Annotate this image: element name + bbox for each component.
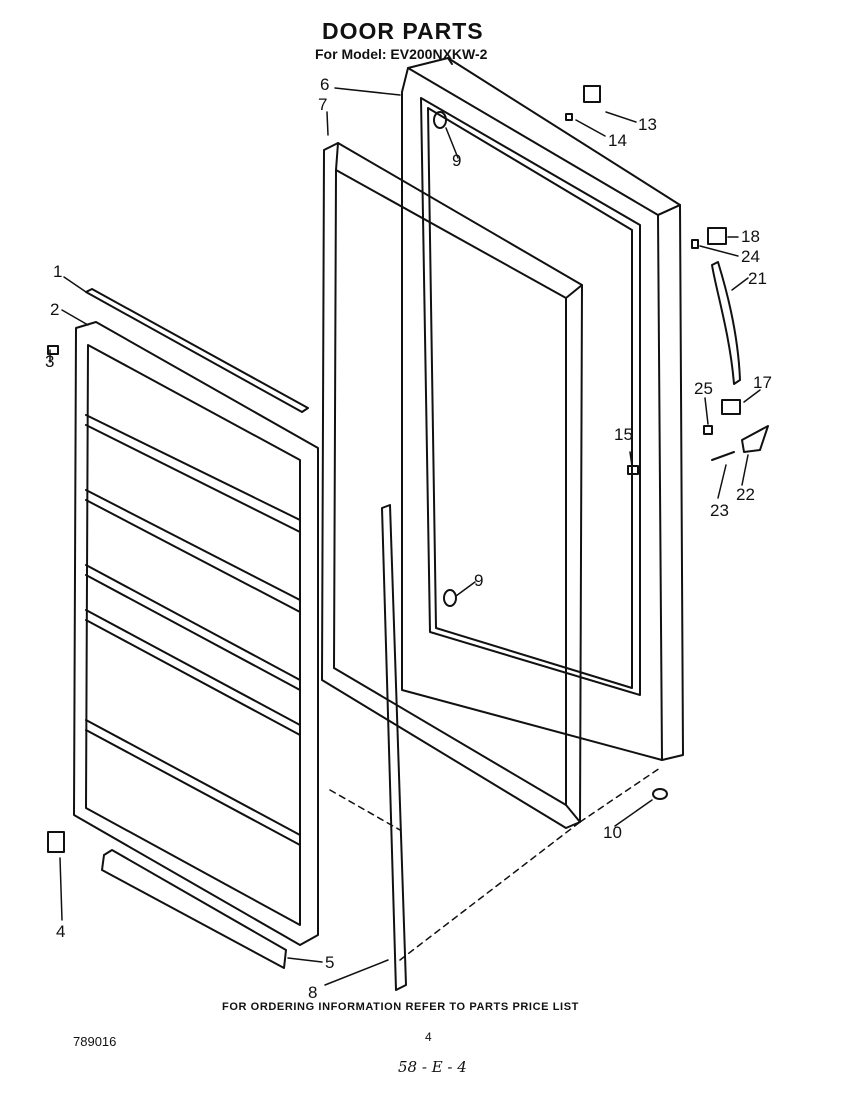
- callout-5: 5: [325, 953, 334, 972]
- top-trim-strip: [85, 288, 309, 413]
- door-handle: [711, 261, 741, 385]
- callout-8: 8: [308, 983, 317, 1002]
- callout-9-bottom: 9: [474, 571, 483, 590]
- page-title: DOOR PARTS: [322, 18, 484, 44]
- leader-lines: [49, 87, 761, 986]
- outer-door-panel: [401, 57, 684, 761]
- callout-14: 14: [608, 131, 627, 150]
- callout-9-top: 9: [452, 151, 461, 170]
- callout-18: 18: [741, 227, 760, 246]
- alignment-lines: [329, 767, 661, 961]
- callout-2: 2: [50, 300, 59, 319]
- ordering-note: FOR ORDERING INFORMATION REFER TO PARTS …: [222, 1001, 579, 1013]
- vertical-strip: [381, 504, 407, 991]
- page-number: 4: [425, 1030, 432, 1044]
- callout-24: 24: [741, 247, 760, 266]
- callout-22: 22: [736, 485, 755, 504]
- document-id: 789016: [73, 1034, 117, 1049]
- callout-15: 15: [614, 425, 633, 444]
- door-gasket: [321, 142, 583, 829]
- callout-23: 23: [710, 501, 729, 520]
- clip-part: [47, 831, 65, 853]
- callout-17: 17: [753, 373, 772, 392]
- callout-labels: 1 2 3 4 5 6 7 8 9 9 10 13 14 15 17 18 21…: [45, 75, 772, 1002]
- callout-21: 21: [748, 269, 767, 288]
- callout-3: 3: [45, 352, 54, 371]
- callout-13: 13: [638, 115, 657, 134]
- bottom-trim: [101, 849, 287, 969]
- inner-door-liner: [73, 321, 319, 946]
- callout-10: 10: [603, 823, 622, 842]
- hinge-hardware: [47, 85, 769, 800]
- callout-1: 1: [53, 262, 62, 281]
- callout-25: 25: [694, 379, 713, 398]
- callout-6: 6: [320, 75, 329, 94]
- callout-7: 7: [318, 95, 327, 114]
- callout-4: 4: [56, 922, 65, 941]
- handwritten-note: 58 - E - 4: [398, 1058, 467, 1076]
